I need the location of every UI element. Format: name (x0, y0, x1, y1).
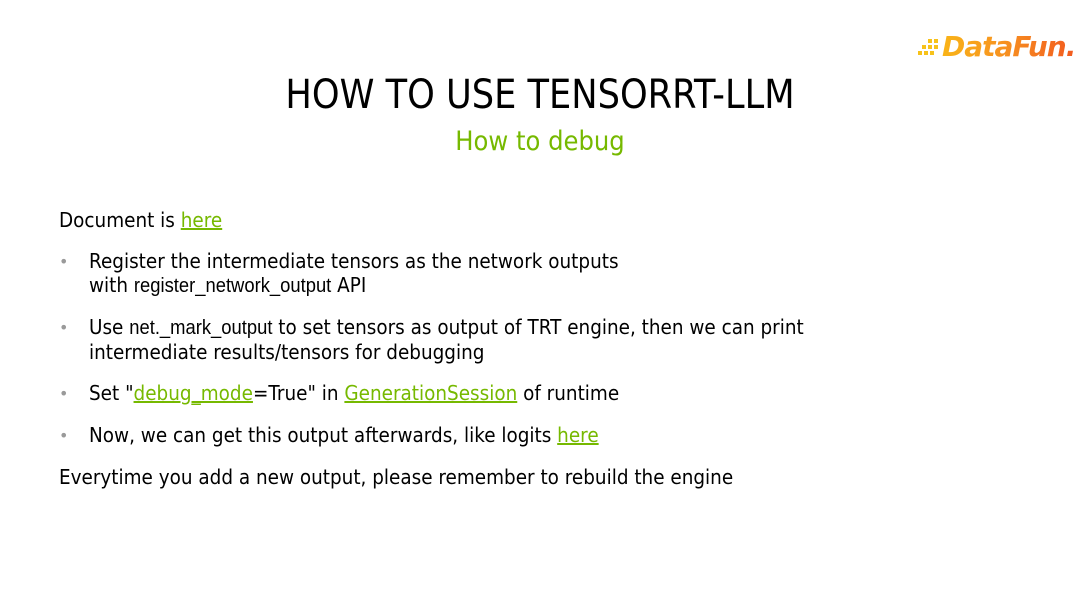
page-title: HOW TO USE TENSORRT-LLM (285, 72, 795, 118)
bullet-icon: • (59, 426, 69, 445)
code-register-network-output: register_network_output (133, 275, 332, 297)
datafun-logo: DataFun. (918, 26, 1076, 66)
bullet-icon: • (59, 384, 69, 403)
footer-note: Everytime you add a new output, please r… (59, 465, 734, 489)
bullet-item: • Now, we can get this output afterwards… (59, 423, 599, 447)
logo-text: DataFun. (942, 29, 1076, 63)
bullet-item: • Set "debug_mode=True" in GenerationSes… (59, 381, 620, 405)
code-mark-output: net._mark_output (129, 317, 273, 339)
page-subtitle: How to debug (455, 126, 625, 157)
slide-content: Document is here • Register the intermed… (59, 208, 1039, 506)
bullet-item: • Use net._mark_output to set tensors as… (59, 315, 804, 364)
generation-session-link[interactable]: GenerationSession (344, 381, 518, 405)
logo-dots-icon (918, 35, 940, 57)
bullet-icon: • (59, 318, 69, 337)
logits-link[interactable]: here (557, 423, 599, 447)
bullet-item: • Register the intermediate tensors as t… (59, 249, 619, 297)
document-link[interactable]: here (180, 208, 223, 232)
intro-line: Document is here (59, 208, 223, 232)
debug-mode-link[interactable]: debug_mode (133, 381, 253, 405)
bullet-icon: • (59, 252, 69, 271)
